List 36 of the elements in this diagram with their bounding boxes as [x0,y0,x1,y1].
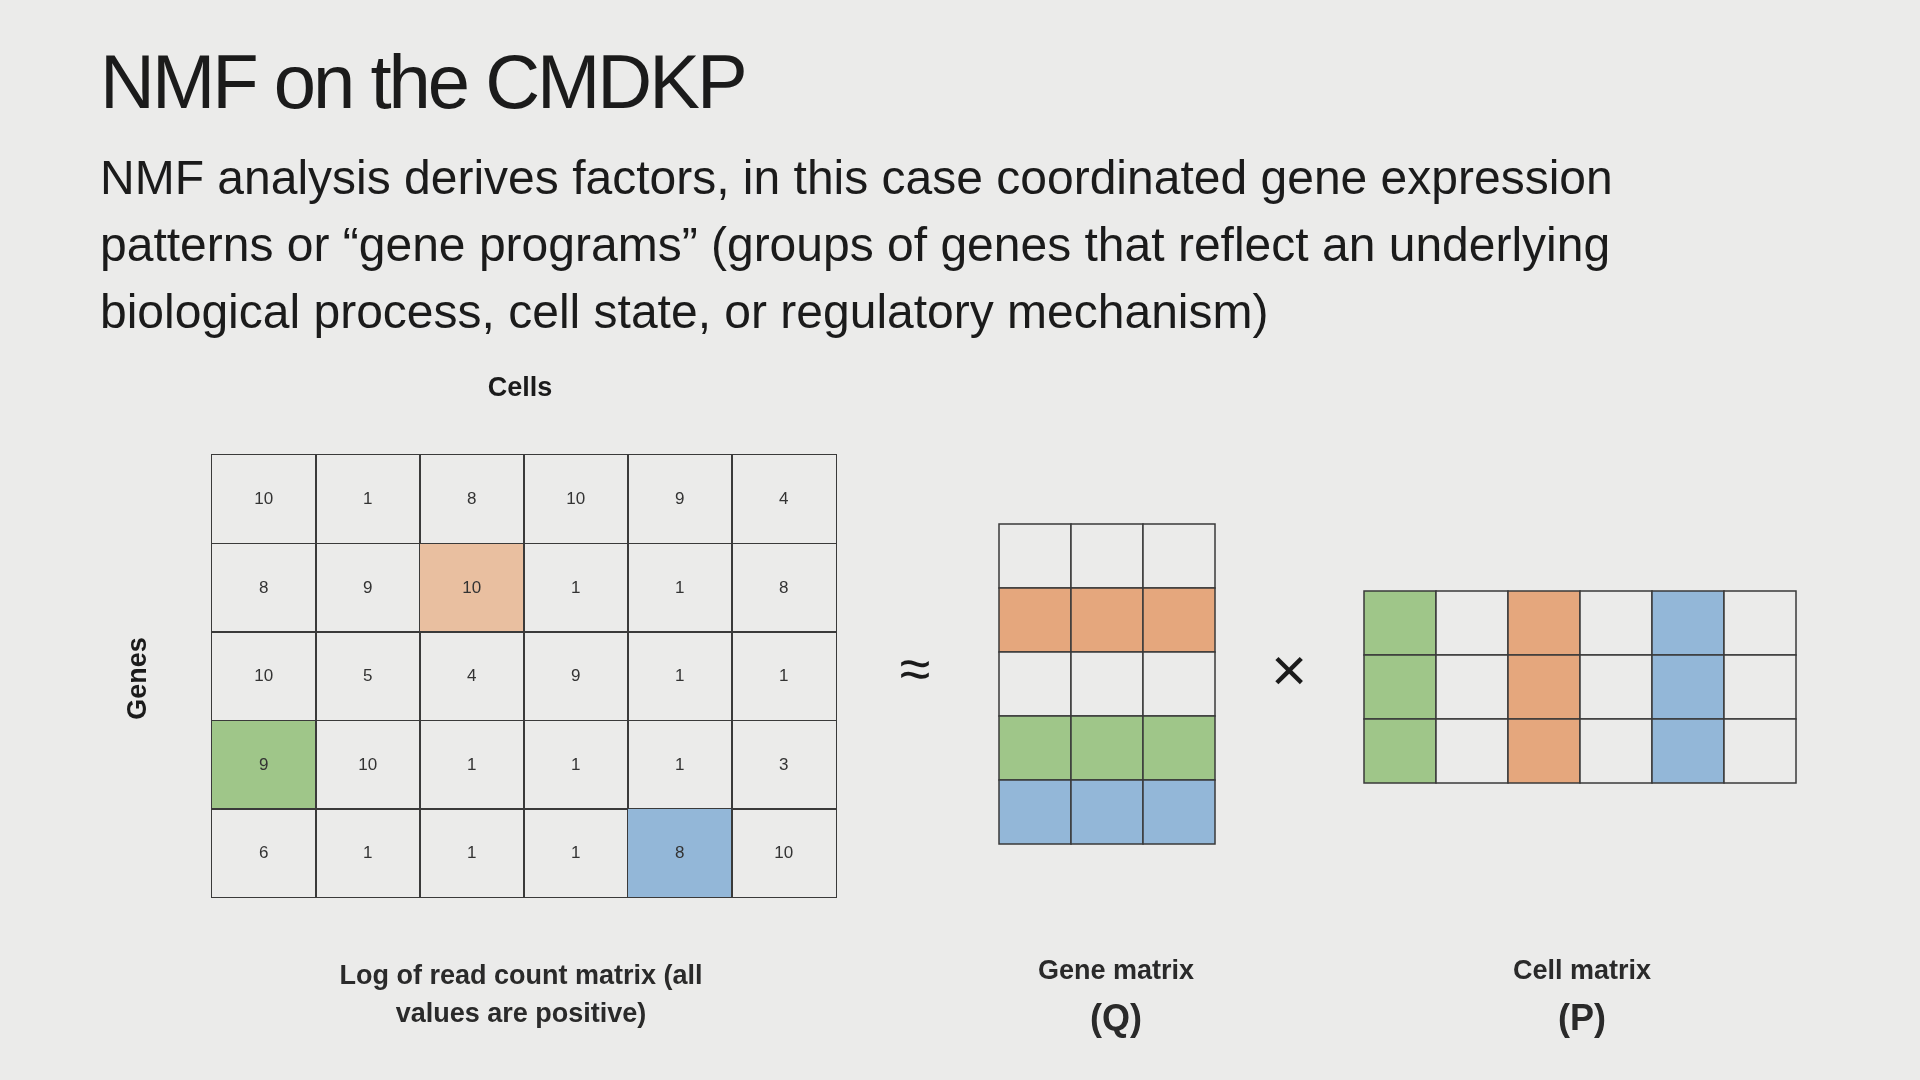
approximately-equal-sign: ≈ [898,636,932,701]
table-cell: 10 [211,454,317,545]
matrix-symbol: (Q) [1089,997,1143,1039]
table-cell: 1 [627,542,733,633]
table-cell: 10 [419,542,525,633]
table-cell: 1 [627,631,733,722]
matrix-caption: Gene matrix [1036,955,1196,986]
table-cell: 9 [627,454,733,545]
table-cell: 3 [731,719,837,810]
table-cell: 10 [523,454,629,545]
table-cell: 8 [211,542,317,633]
table-cell: 4 [731,454,837,545]
table-cell: 1 [523,719,629,810]
table-cell: 8 [731,542,837,633]
table-cell: 1 [315,454,421,545]
table-cell: 1 [731,631,837,722]
table-cell: 6 [211,808,317,899]
table-cell: 8 [627,808,733,899]
table-cell: 1 [523,542,629,633]
table-cell: 9 [211,719,317,810]
table-cell: 10 [731,808,837,899]
matrix-symbol: (P) [1557,997,1607,1039]
table-cell: 1 [315,808,421,899]
slide-title: NMF on the CMDKP [100,38,745,125]
multiplication-sign: × [1269,634,1309,705]
description-paragraph: NMF analysis derives factors, in this case coordinated gene expression patterns or “gene programs” (groups of genes that reflect an underlying biological process, cell state, or regulatory mechanism) [100,150,1614,340]
table-cell: 4 [419,631,525,722]
matrix-caption: Log of read count matrix (all values are positive) [338,959,704,1030]
table-cell: 9 [523,631,629,722]
table-cell: 1 [419,719,525,810]
table-cell: 10 [315,719,421,810]
table-cell: 1 [419,808,525,899]
table-cell: 5 [315,631,421,722]
matrix-caption: Cell matrix [1511,955,1653,986]
axis-title: Genes [121,636,153,722]
axis-title: Cells [486,372,554,403]
